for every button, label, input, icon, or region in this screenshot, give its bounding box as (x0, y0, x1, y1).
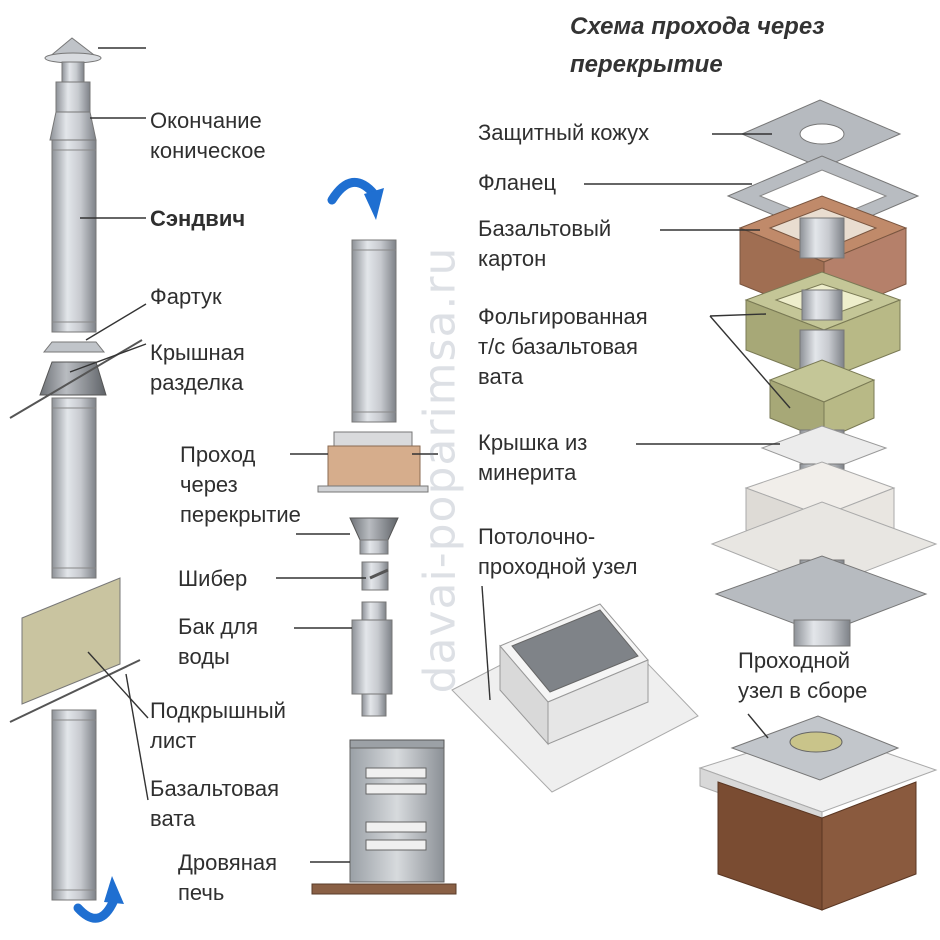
flow-arrows (73, 178, 384, 923)
label-pech: Дровяная печь (178, 850, 278, 905)
label-folga: Фольгированная т/с базальтовая вата (478, 304, 648, 389)
leader-lines (69, 47, 791, 863)
label-sendvich: Сэндвич (150, 206, 246, 231)
label-karton: Базальтовый картон (478, 216, 612, 271)
label-bazalt-vata: Базальтовая вата (150, 776, 279, 831)
watermark-text: davai-poparimsa.ru (414, 246, 466, 694)
label-podkryshny: Подкрышный лист (150, 698, 286, 753)
label-kozhukh: Защитный кожух (478, 120, 650, 145)
label-razdelka: Крышная разделка (150, 340, 245, 395)
left-column-parts (9, 37, 143, 901)
label-fartuk: Фартук (150, 284, 222, 309)
label-prokhod: Проход через перекрытие (180, 442, 301, 527)
ceiling-unit-detail (451, 603, 699, 793)
label-uzel: Потолочно- проходной узел (478, 524, 638, 579)
diagram-title: Схема прохода через перекрытие (570, 13, 825, 78)
right-exploded-stack (710, 99, 938, 647)
label-flanets: Фланец (478, 170, 557, 195)
label-sborka: Проходной узел в сборе (738, 648, 868, 703)
label-bak: Бак для воды (178, 614, 258, 669)
middle-column-parts (311, 239, 457, 895)
label-shiber: Шибер (178, 566, 248, 591)
assembled-unit (698, 715, 938, 911)
label-kryshka: Крышка из минерита (478, 430, 588, 485)
label-okonchanie: Окончание коническое (150, 108, 266, 163)
